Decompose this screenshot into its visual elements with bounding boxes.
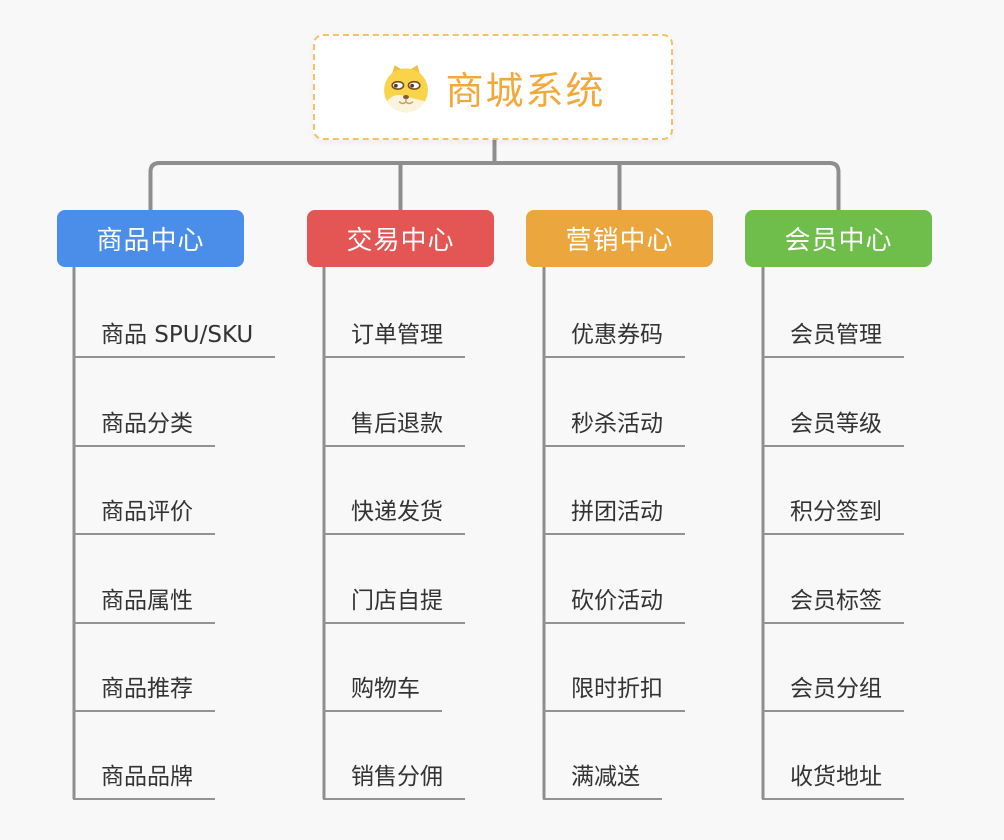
leaf-node-product-review[interactable]: 商品评价 bbox=[73, 493, 215, 535]
doge-icon bbox=[380, 61, 432, 113]
leaf-node-coupon-code[interactable]: 优惠券码 bbox=[543, 316, 685, 358]
leaf-node-express-shipping[interactable]: 快递发货 bbox=[323, 493, 465, 535]
leaf-node-points-checkin[interactable]: 积分签到 bbox=[762, 493, 904, 535]
branch-node-marketing-center[interactable]: 营销中心 bbox=[526, 210, 713, 267]
root-title: 商城系统 bbox=[445, 68, 606, 113]
leaf-node-member-tag[interactable]: 会员标签 bbox=[762, 582, 904, 624]
branch-node-member-center[interactable]: 会员中心 bbox=[745, 210, 932, 267]
leaf-node-product-category[interactable]: 商品分类 bbox=[73, 405, 215, 447]
leaf-node-full-reduction[interactable]: 满减送 bbox=[543, 758, 662, 800]
leaf-node-aftersale-refund[interactable]: 售后退款 bbox=[323, 405, 465, 447]
branch-node-product-center[interactable]: 商品中心 bbox=[57, 210, 244, 267]
leaf-node-member-management[interactable]: 会员管理 bbox=[762, 316, 904, 358]
branch-node-trade-center[interactable]: 交易中心 bbox=[307, 210, 494, 267]
leaf-node-flash-sale[interactable]: 秒杀活动 bbox=[543, 405, 685, 447]
leaf-node-product-attribute[interactable]: 商品属性 bbox=[73, 582, 215, 624]
leaf-node-shopping-cart[interactable]: 购物车 bbox=[323, 670, 442, 712]
leaf-node-member-level[interactable]: 会员等级 bbox=[762, 405, 904, 447]
leaf-node-product-spu-sku[interactable]: 商品 SPU/SKU bbox=[73, 316, 276, 358]
leaf-node-product-recommend[interactable]: 商品推荐 bbox=[73, 670, 215, 712]
leaf-node-member-group[interactable]: 会员分组 bbox=[762, 670, 904, 712]
leaf-node-group-buy[interactable]: 拼团活动 bbox=[543, 493, 685, 535]
leaf-node-bargain-activity[interactable]: 砍价活动 bbox=[543, 582, 685, 624]
leaf-node-limited-time-discount[interactable]: 限时折扣 bbox=[543, 670, 685, 712]
leaf-node-sales-commission[interactable]: 销售分佣 bbox=[323, 758, 465, 800]
leaf-node-shipping-address[interactable]: 收货地址 bbox=[762, 758, 904, 800]
leaf-node-store-pickup[interactable]: 门店自提 bbox=[323, 582, 465, 624]
leaf-node-order-management[interactable]: 订单管理 bbox=[323, 316, 465, 358]
leaf-node-product-brand[interactable]: 商品品牌 bbox=[73, 758, 215, 800]
root-node[interactable]: 商城系统 bbox=[313, 34, 673, 140]
